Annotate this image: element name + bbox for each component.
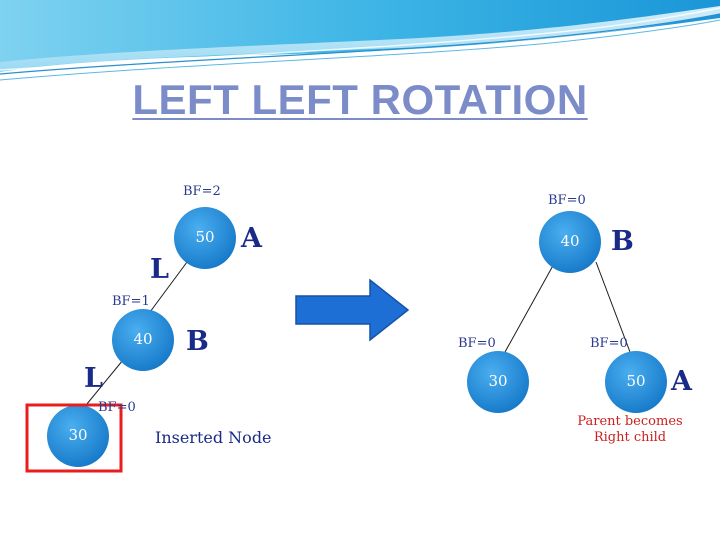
bf-label-40-after: BF=0 — [548, 193, 586, 208]
bf-label-30-before: BF=0 — [98, 400, 136, 415]
node-50-before-value: 50 — [175, 228, 235, 246]
node-30-before-value: 30 — [48, 426, 108, 444]
tag-b-after: B — [611, 226, 634, 257]
node-40-after-value: 40 — [540, 232, 600, 250]
node-40-before-value: 40 — [113, 330, 173, 348]
bf-label-30-after: BF=0 — [458, 336, 496, 351]
edge-40-30-after — [505, 262, 555, 352]
tag-a-after: A — [671, 366, 692, 397]
bf-label-40-before: BF=1 — [112, 294, 150, 309]
parent-becomes-note-line2: Right child — [570, 430, 690, 446]
parent-becomes-note-line1: Parent becomes — [570, 414, 690, 430]
bf-label-50-before: BF=2 — [183, 184, 221, 199]
edge-label-l-lower: L — [84, 363, 103, 394]
node-50-after-value: 50 — [606, 372, 666, 390]
node-30-after-value: 30 — [468, 372, 528, 390]
parent-becomes-note: Parent becomes Right child — [570, 414, 690, 446]
tag-b-before: B — [186, 326, 209, 357]
bf-label-50-after: BF=0 — [590, 336, 628, 351]
right-arrow-icon — [296, 280, 408, 340]
edge-label-l-upper: L — [150, 254, 169, 285]
inserted-node-label: Inserted Node — [155, 428, 272, 447]
tag-a-before: A — [241, 223, 262, 254]
